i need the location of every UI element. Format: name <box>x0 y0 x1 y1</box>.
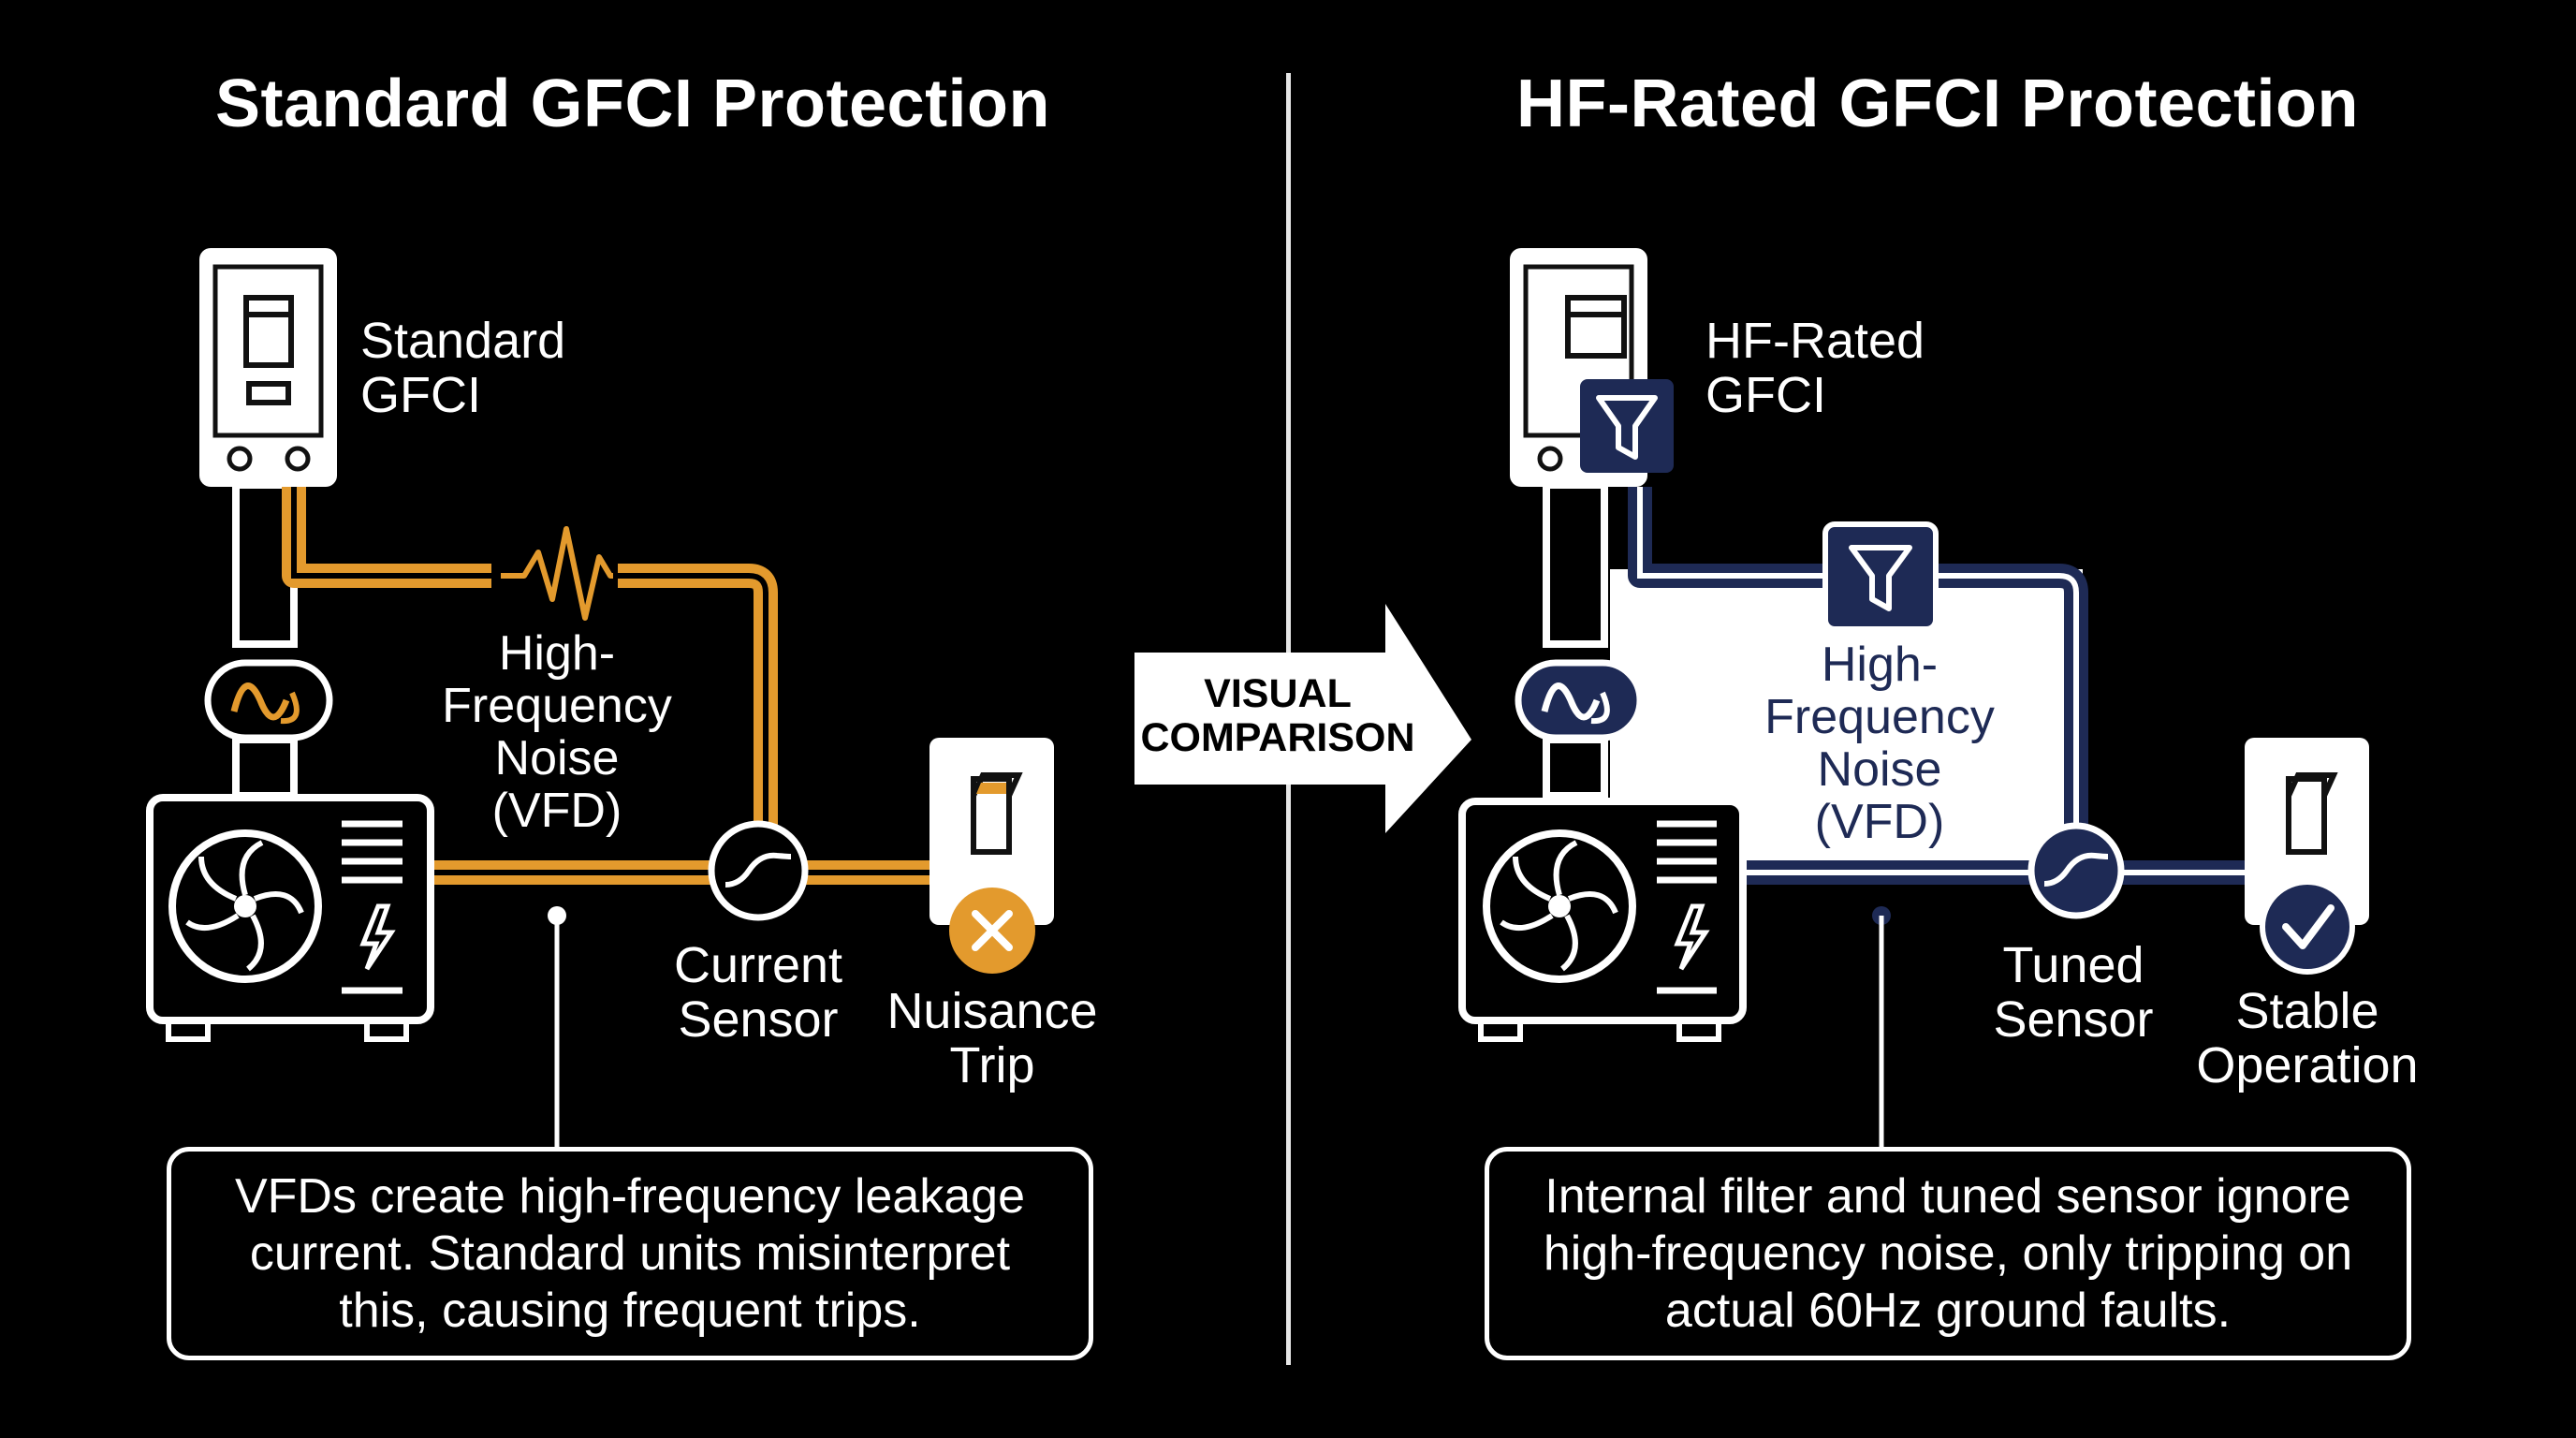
gfci-outlet-icon <box>1510 248 1674 487</box>
breaker-switch-icon <box>929 738 1054 925</box>
title-hf-rated-gfci: HF-Rated GFCI Protection <box>1515 66 2359 141</box>
left-result-label: Nuisance Trip <box>886 983 1098 1093</box>
noise-wave-icon <box>501 526 613 621</box>
x-mark-icon <box>949 888 1035 974</box>
hvac-unit-icon <box>146 794 434 1042</box>
left-device-label: Standard GFCI <box>360 313 566 423</box>
title-standard-gfci: Standard GFCI Protection <box>214 66 1051 141</box>
breaker-switch-icon <box>2245 738 2369 925</box>
arrow-line1: VISUAL <box>1204 671 1352 716</box>
right-result-label: Stable Operation <box>2196 983 2419 1093</box>
left-noise-label: High- Frequency Noise (VFD) <box>442 626 672 838</box>
sine-wave-icon <box>204 659 333 741</box>
right-device-label: HF-Rated GFCI <box>1705 313 1925 423</box>
left-callout-pointer <box>548 906 566 1147</box>
right-supply-wires <box>1543 481 1608 800</box>
left-callout: VFDs create high-frequency leakage curre… <box>167 1147 1093 1360</box>
gfci-outlet-icon <box>199 248 337 487</box>
left-sensor-label: Current Sensor <box>673 937 843 1048</box>
hvac-unit-icon <box>1458 798 1747 1042</box>
sine-wave-icon <box>1515 659 1644 741</box>
arrow-line2: COMPARISON <box>1140 715 1415 760</box>
comparison-arrow <box>1134 604 1471 833</box>
filter-icon <box>1822 521 1939 632</box>
tuned-sensor-icon <box>2027 822 2125 919</box>
right-callout-pointer <box>1872 906 1891 1147</box>
right-noise-label: High- Frequency Noise (VFD) <box>1764 638 1995 849</box>
right-callout: Internal filter and tuned sensor ignore … <box>1485 1147 2411 1360</box>
check-mark-icon <box>2260 879 2355 975</box>
comparison-arrow-label: VISUAL COMPARISON <box>1137 672 1418 760</box>
right-sensor-label: Tuned Sensor <box>1993 937 2154 1048</box>
current-sensor-icon <box>708 820 809 921</box>
